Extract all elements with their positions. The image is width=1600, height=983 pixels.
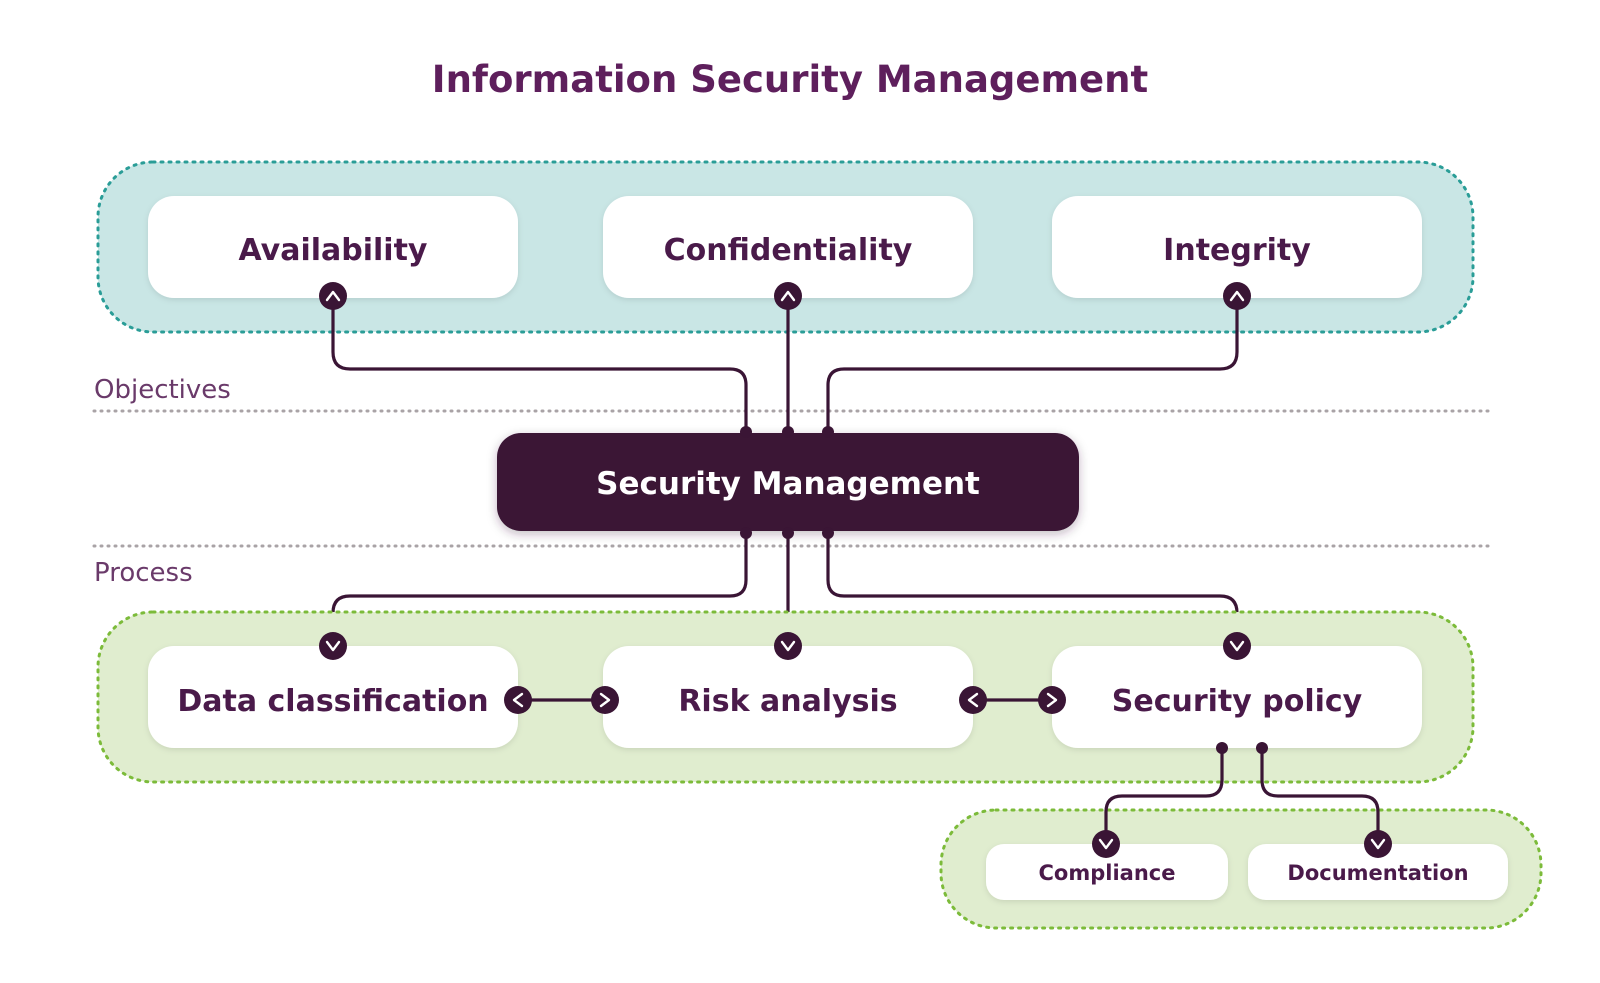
junction-dot <box>822 426 834 438</box>
objective-card-availability: Availability <box>148 196 518 298</box>
wire-core-availability <box>331 296 748 431</box>
objective-label: Availability <box>239 233 428 268</box>
chevron-down-icon <box>1092 830 1120 858</box>
core-label: Security Management <box>596 466 980 502</box>
process-card-security-policy: Security policy <box>1052 646 1422 748</box>
core-security-management: Security Management <box>497 433 1079 531</box>
junction-dot <box>782 426 794 438</box>
wire-core-security-policy <box>826 534 1239 646</box>
wire-core-data-classification <box>331 534 748 646</box>
wire-core-integrity <box>826 296 1239 431</box>
link-risk-analysis-security-policy <box>959 686 1066 714</box>
objective-card-integrity: Integrity <box>1052 196 1422 298</box>
process-label: Data classification <box>177 684 488 719</box>
process-card-data-classification: Data classification <box>148 646 518 748</box>
junction-dot <box>740 527 752 539</box>
junction-dot <box>740 426 752 438</box>
chevron-down-icon <box>774 632 802 660</box>
page-title: Information Security Management <box>432 58 1148 101</box>
junction-dot <box>1216 742 1228 754</box>
child-card-compliance: Compliance <box>986 844 1228 900</box>
wire-policy-documentation <box>1260 748 1380 842</box>
process-label: Security policy <box>1112 684 1363 719</box>
objective-label: Integrity <box>1163 233 1311 268</box>
junction-dot <box>822 527 834 539</box>
child-card-documentation: Documentation <box>1248 844 1508 900</box>
link-data-classification-risk-analysis <box>504 686 619 714</box>
process-label: Risk analysis <box>678 684 897 719</box>
chevron-up-icon <box>774 282 802 310</box>
child-label: Documentation <box>1287 861 1468 885</box>
wire-policy-compliance <box>1104 748 1224 842</box>
chevron-up-icon <box>319 282 347 310</box>
junction-dot <box>782 527 794 539</box>
chevron-left-icon <box>959 686 987 714</box>
chevron-up-icon <box>1223 282 1251 310</box>
chevron-down-icon <box>1223 632 1251 660</box>
objective-card-confidentiality: Confidentiality <box>603 196 973 298</box>
process-card-risk-analysis: Risk analysis <box>603 646 973 748</box>
chevron-down-icon <box>319 632 347 660</box>
section-label-objectives: Objectives <box>94 375 231 405</box>
chevron-right-icon <box>1038 686 1066 714</box>
child-label: Compliance <box>1039 861 1176 885</box>
section-label-process: Process <box>94 558 193 588</box>
junction-dot <box>1256 742 1268 754</box>
chevron-right-icon <box>591 686 619 714</box>
chevron-left-icon <box>504 686 532 714</box>
chevron-down-icon <box>1364 830 1392 858</box>
objective-label: Confidentiality <box>664 233 913 268</box>
